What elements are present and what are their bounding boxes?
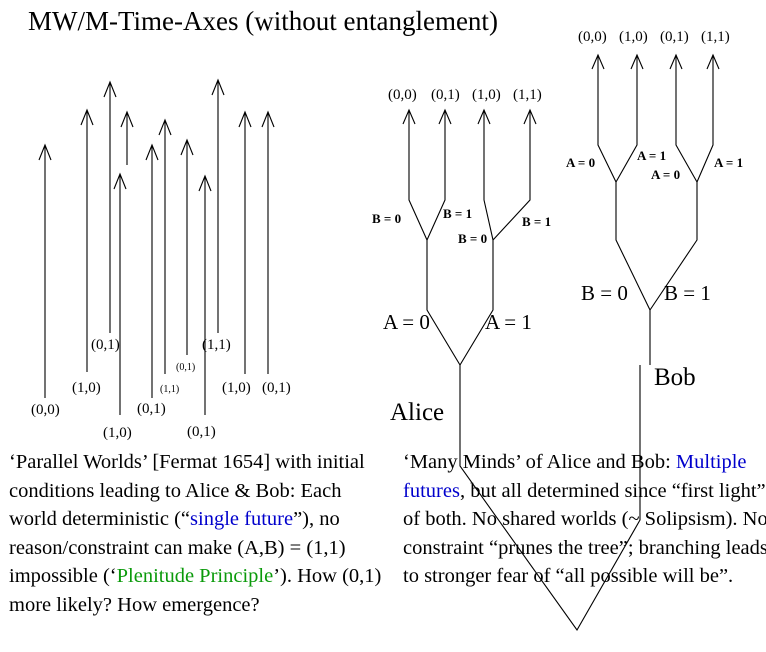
many-minds-caption: ‘Many Minds’ of Alice and Bob: Multiple … (403, 448, 766, 591)
bob-b0-label: B = 0 (581, 281, 628, 305)
multiple-futures-highlight: Multiple futures (403, 451, 747, 502)
world-arrow (198, 174, 212, 415)
world-label: (1,0) (103, 425, 132, 441)
bob-a1-left-label: A = 1 (637, 148, 666, 163)
bob-outcome-label: (0,1) (660, 29, 689, 45)
world-label: (0,1) (262, 380, 291, 396)
world-label: (0,1) (187, 424, 216, 440)
caption-text: ”), no reason/constraint can make (A,B) … (9, 508, 346, 588)
world-arrow (120, 110, 134, 165)
world-arrow (103, 80, 117, 333)
alice-branch-a (426, 240, 494, 366)
world-arrow (211, 78, 225, 333)
alice-b0-right-label: B = 0 (458, 231, 487, 246)
alice-b1-left-label: B = 1 (443, 206, 472, 221)
bob-tree-labels: Bob B = 0 B = 1 A = 0 A = 1 A = 0 A = 1 … (566, 29, 743, 391)
world-label: (1,1) (160, 384, 179, 395)
bob-a0-right-label: A = 0 (651, 167, 680, 182)
alice-b1-right-label: B = 1 (522, 214, 551, 229)
single-future-highlight: single future (190, 508, 294, 531)
bob-outcome-arrowheads (591, 53, 720, 70)
caption-text: ‘Parallel Worlds’ [Fermat 1654] with ini… (9, 451, 365, 531)
world-label: (1,0) (72, 380, 101, 396)
world-arrow (145, 143, 159, 398)
bob-a1-right-label: A = 1 (714, 155, 743, 170)
caption-text: ‘Many Minds’ of Alice and Bob: (403, 451, 676, 473)
page-title: MW/M-Time-Axes (without entanglement) (28, 6, 498, 36)
bob-outcome-label: (1,1) (701, 29, 730, 45)
parallel-worlds-arrows (38, 78, 275, 415)
world-label: (1,1) (202, 337, 231, 353)
alice-tree (402, 108, 641, 632)
alice-a1-label: A = 1 (485, 310, 532, 334)
alice-a0-label: A = 0 (383, 310, 430, 334)
world-label: (0,1) (91, 337, 120, 353)
parallel-worlds-caption: ‘Parallel Worlds’ [Fermat 1654] with ini… (9, 448, 394, 620)
parallel-worlds-labels: (0,0) (1,0) (0,1) (1,0) (0,1) (0,1) (1,1… (31, 337, 291, 441)
world-arrow (180, 138, 194, 355)
bob-branch-a-left (597, 55, 638, 183)
bob-label: Bob (654, 364, 696, 391)
alice-branch-b-left (408, 110, 446, 241)
bob-branch-a-right (675, 55, 714, 183)
bob-outcome-label: (1,0) (619, 29, 648, 45)
bob-b1-label: B = 1 (664, 281, 711, 305)
alice-outcome-arrowheads (402, 108, 537, 125)
alice-branch-b-right (483, 110, 531, 241)
world-arrow (80, 108, 94, 372)
alice-tree-labels: Alice A = 0 A = 1 B = 0 B = 1 B = 0 B = … (372, 87, 551, 426)
alice-outcome-label: (0,1) (431, 87, 460, 103)
alice-outcome-label: (1,1) (513, 87, 542, 103)
alice-label: Alice (390, 399, 444, 426)
alice-outcome-label: (1,0) (472, 87, 501, 103)
alice-b0-left-label: B = 0 (372, 211, 401, 226)
world-label: (0,0) (31, 402, 60, 418)
world-label: (1,0) (222, 380, 251, 396)
plenitude-principle-highlight: Plenitude Principle (116, 565, 274, 588)
bob-outcome-label: (0,0) (578, 29, 607, 45)
caption-text: , but all determined since “first light”… (403, 479, 766, 588)
world-arrow (113, 172, 127, 415)
world-arrow (238, 110, 252, 374)
world-arrow (38, 143, 52, 398)
world-arrow (261, 110, 275, 374)
caption-text: ’). How (0,1) more likely? How emergence… (9, 565, 382, 616)
world-label: (0,1) (137, 401, 166, 417)
alice-trunk (459, 365, 641, 632)
bob-a0-left-label: A = 0 (566, 155, 595, 170)
bob-branch-b (615, 182, 698, 311)
world-arrow (158, 118, 172, 374)
world-label: (0,1) (176, 362, 195, 373)
bob-tree (591, 53, 720, 365)
alice-outcome-label: (0,0) (388, 87, 417, 103)
